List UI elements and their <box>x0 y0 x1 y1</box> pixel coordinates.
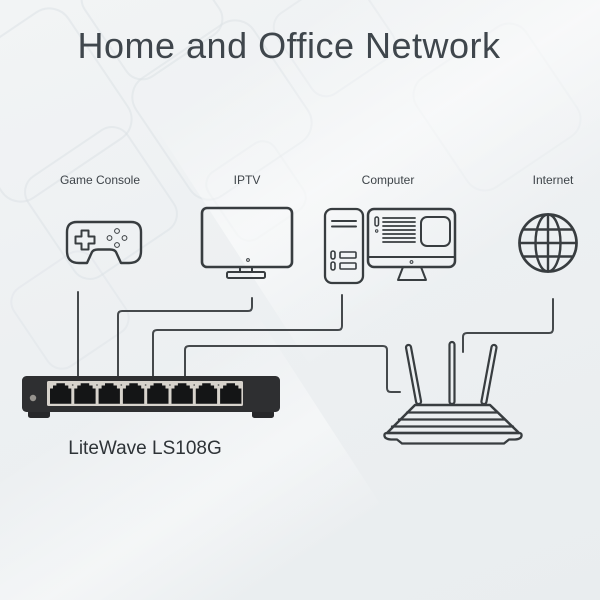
screen-text-lines <box>382 217 416 243</box>
switch-device <box>22 376 280 418</box>
iptv-icon <box>200 206 294 279</box>
line-computer-to-switch <box>152 294 343 377</box>
router-antennas <box>404 340 498 406</box>
port-led-dot <box>193 384 196 386</box>
port-led-dot <box>169 384 171 386</box>
port-led-dot <box>217 384 220 386</box>
switch-port <box>171 383 193 404</box>
monitor-stand <box>397 266 427 281</box>
router-base <box>383 431 523 445</box>
switch-port <box>147 383 169 404</box>
port-led-dot <box>120 384 123 386</box>
switch-port <box>220 383 242 404</box>
switch-port <box>122 383 145 404</box>
tower <box>323 207 365 285</box>
line-switch-to-router <box>184 345 401 393</box>
label-iptv: IPTV <box>233 173 261 187</box>
switch-port <box>50 383 72 404</box>
line-iptv-to-switch <box>117 297 253 377</box>
switch-port <box>195 383 218 404</box>
switch-ports <box>50 383 242 404</box>
computer-icon <box>323 207 457 285</box>
label-game-console: Game Console <box>59 173 141 187</box>
dpad-cross <box>74 229 96 251</box>
port-led-dot <box>96 384 98 386</box>
action-buttons <box>106 228 128 248</box>
switch-port-panel <box>47 381 243 406</box>
switch-power-led <box>29 394 37 402</box>
switch-port <box>98 383 120 404</box>
switch-port <box>74 383 96 404</box>
port-led-dot <box>144 384 147 386</box>
router-icon <box>383 340 523 445</box>
switch-model-label: LiteWave LS108G <box>68 438 222 459</box>
port-led-dot <box>71 384 74 386</box>
internet-globe-icon <box>518 213 578 273</box>
label-computer: Computer <box>361 173 415 187</box>
game-console-icon <box>65 220 143 265</box>
line-internet-to-router <box>462 298 554 353</box>
label-internet: Internet <box>532 173 574 187</box>
page-title: Home and Office Network <box>77 25 501 66</box>
